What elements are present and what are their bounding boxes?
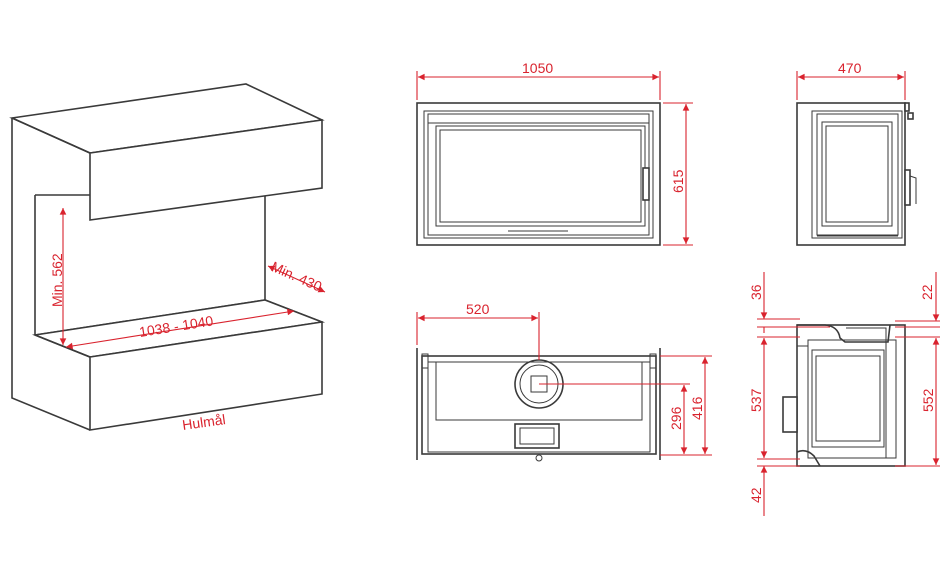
cavity-top-front-face <box>89 119 323 221</box>
front-dimensions: 1050 615 <box>416 60 693 246</box>
side-view <box>796 102 917 246</box>
cavity-depth-label: Min. 430 <box>269 258 325 295</box>
section-left-height-label: 537 <box>748 388 764 412</box>
door-handle-icon <box>642 167 650 201</box>
section-top-right-label: 22 <box>919 284 935 300</box>
top-view <box>416 348 661 462</box>
cavity-caption: Hulmål <box>181 411 226 433</box>
side-section-view <box>782 324 906 467</box>
top-depth-b-label: 416 <box>689 396 705 420</box>
top-offset-label: 520 <box>466 301 490 317</box>
front-width-label: 1050 <box>522 60 553 76</box>
side-dimensions: 470 <box>796 60 906 100</box>
front-height-label: 615 <box>670 169 686 193</box>
front-view <box>416 102 661 246</box>
side-handle-icon <box>904 169 911 206</box>
side-section-dimensions: 36 22 537 552 42 <box>748 272 940 516</box>
section-handle-icon <box>782 396 798 433</box>
section-bottom-label: 42 <box>748 487 764 503</box>
cavity-height-label: Min. 562 <box>49 253 65 307</box>
side-width-label: 470 <box>838 60 862 76</box>
section-right-height-label: 552 <box>920 388 936 412</box>
top-dimensions: 520 296 416 <box>416 301 712 456</box>
top-depth-a-label: 296 <box>668 406 684 430</box>
section-top-left-label: 36 <box>748 284 764 300</box>
